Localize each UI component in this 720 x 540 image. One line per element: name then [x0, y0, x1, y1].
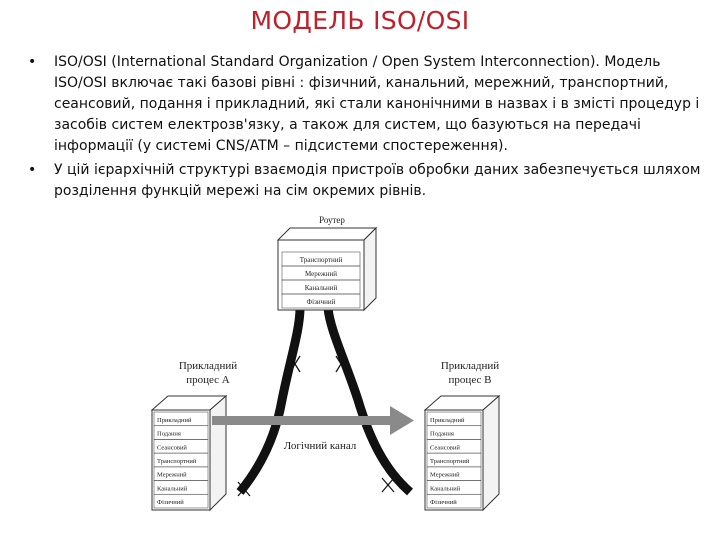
- router-layer-label: Мережний: [305, 270, 337, 278]
- bullet-list: • ISO/OSI (International Standard Organi…: [22, 52, 702, 205]
- process-a-label-line2: процес А: [186, 374, 230, 386]
- process-b-layer-label: Сеансовий: [430, 444, 460, 451]
- process-b-layer-label: Транспортний: [430, 458, 470, 465]
- router-layer-row: [281, 293, 361, 309]
- process-a-layer-label: Транспортний: [157, 458, 197, 465]
- router-layer-label: Фізичний: [307, 298, 336, 306]
- process-a-layer-label: Мережний: [157, 472, 187, 479]
- process-a-label-line1: Прикладний: [179, 360, 237, 372]
- process-a-layer-label: Прикладний: [157, 417, 192, 424]
- page-title: МОДЕЛЬ ISO/OSI: [250, 6, 470, 35]
- process-b-label-line2: процес В: [449, 374, 492, 386]
- process-b-label-line1: Прикладний: [441, 360, 499, 372]
- process-b-layer-label: Канальний: [430, 485, 461, 492]
- process-b-layer-label: Фізичний: [430, 499, 457, 506]
- process-a-stack: ПрикладнийПоданняСеансовийТранспортнийМе…: [150, 394, 228, 512]
- physical-link-right: [323, 307, 414, 496]
- logical-channel-label: Логічний канал: [284, 440, 357, 452]
- process-a-layer-label: Канальний: [157, 485, 188, 492]
- logical-channel-arrow: [212, 406, 414, 435]
- bullet-text: У цій ієрархічній структурі взаємодія пр…: [54, 162, 701, 199]
- bullet-item: • ISO/OSI (International Standard Organi…: [22, 52, 702, 157]
- bullet-icon: •: [28, 54, 37, 70]
- physical-link-left: [236, 307, 305, 495]
- process-b-layer-label: Прикладний: [430, 417, 465, 424]
- process-b-layer-label: Подання: [430, 431, 454, 438]
- bullet-text: ISO/OSI (International Standard Organiza…: [54, 54, 700, 154]
- process-b-layer-row: [426, 493, 482, 509]
- process-b-stack: ПрикладнийПоданняСеансовийТранспортнийМе…: [423, 394, 501, 512]
- process-a-layer-label: Фізичний: [157, 499, 184, 506]
- process-a-layer-label: Подання: [157, 431, 181, 438]
- router-layer-label: Канальний: [305, 284, 338, 292]
- process-a-layer-label: Сеансовий: [157, 444, 187, 451]
- bullet-item: • У цій ієрархічній структурі взаємодія …: [22, 160, 702, 202]
- router-label: Роутер: [319, 215, 345, 225]
- bullet-icon: •: [28, 162, 37, 178]
- process-a-layer-row: [153, 493, 209, 509]
- process-b-layer-label: Мережний: [430, 472, 460, 479]
- router-layer-label: Транспортний: [300, 256, 343, 264]
- link-markers: [237, 355, 395, 497]
